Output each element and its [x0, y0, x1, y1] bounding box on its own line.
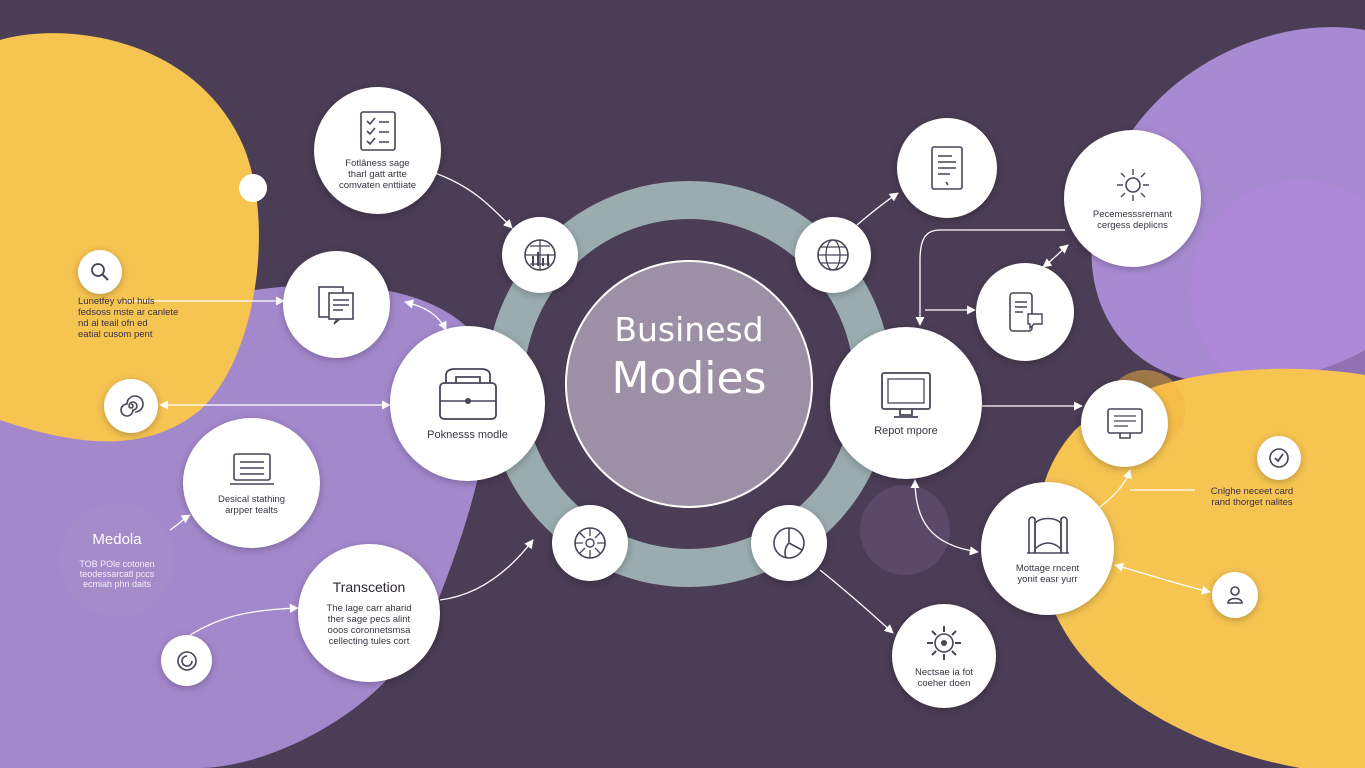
monitor-icon	[229, 453, 274, 485]
center-title-line2: Modies	[611, 353, 767, 404]
node-ring-top-right[interactable]	[795, 217, 871, 293]
medola-title: Medola	[92, 531, 142, 548]
node-desktop-line1: Desical stathing	[217, 494, 286, 505]
gear-icon	[927, 626, 961, 660]
side-text-right-line2: rand thorget nalites	[1211, 497, 1293, 508]
node-settings-line1: Nectsae ia fot	[914, 667, 974, 678]
spiral-icon	[176, 650, 197, 671]
node-settings-line2: coeher doen	[917, 678, 971, 689]
report-icon	[931, 146, 963, 190]
side-text-right-line1: Cnlghe neceet card	[1210, 486, 1294, 497]
spiral-icon	[120, 395, 144, 417]
node-ring-top-left[interactable]	[502, 217, 578, 293]
node-report-doc[interactable]	[897, 118, 997, 218]
spiral-icon-button-bottom[interactable]	[161, 635, 212, 686]
white-dot	[239, 174, 267, 202]
computer-icon	[881, 371, 931, 418]
medola-line3: ecmiah phn daits	[82, 579, 152, 589]
side-text-left: Lunetfey vhol huls fedsoss mste ar canle…	[78, 296, 218, 340]
side-text-left-line2: fedsoss mste ar canlete	[78, 307, 179, 318]
node-checklist-line3: comvaten enttiiate	[338, 180, 417, 191]
phone-chat-icon	[1009, 292, 1043, 332]
center-title-line1: Businesd	[614, 310, 764, 349]
node-transaction-line2: ther sage pecs alint	[327, 614, 411, 625]
pie-chart-icon	[773, 527, 805, 559]
faint-circle	[860, 485, 950, 575]
node-documents[interactable]	[283, 251, 390, 358]
node-settings[interactable]: Nectsae ia fot coeher doen	[892, 604, 996, 708]
node-mortgage[interactable]: Mottage rncent yonit easr yurr	[981, 482, 1114, 615]
medola-badge[interactable]: Medola TOB POle cotonen teodessarcatl pc…	[60, 503, 174, 617]
globe-icon	[817, 239, 849, 271]
search-icon	[91, 263, 109, 281]
sun-icon	[1116, 168, 1149, 201]
side-text-left-line1: Lunetfey vhol huls	[78, 296, 155, 307]
node-checklist-line1: Fotlâness sage	[345, 158, 410, 169]
node-report[interactable]: Repot mpore	[830, 327, 982, 479]
check-icon-button[interactable]	[1257, 436, 1301, 480]
node-transaction-line1: The lage carr aharid	[326, 603, 412, 614]
person-icon-button[interactable]	[1212, 572, 1258, 618]
node-transaction-title: Transcetion	[332, 579, 406, 595]
purple-blob-right-inner	[1190, 180, 1365, 400]
spiral-icon-button-left[interactable]	[104, 379, 158, 433]
node-report-label: Repot mpore	[874, 424, 938, 437]
node-checklist[interactable]: Fotlâness sage tharl gatt artte comvaten…	[314, 87, 441, 214]
documents-icon	[317, 285, 354, 325]
node-checklist-line2: tharl gatt artte	[348, 169, 407, 180]
search-icon-button[interactable]	[78, 250, 122, 294]
node-business-model-label: Poknesss modle	[427, 429, 508, 441]
node-ring-bottom-right[interactable]	[751, 505, 827, 581]
node-small-monitor[interactable]	[1081, 380, 1168, 467]
checklist-icon	[359, 111, 396, 151]
person-icon	[1227, 586, 1243, 604]
building-icon	[1026, 515, 1069, 554]
node-ring-bottom-left[interactable]	[552, 505, 628, 581]
center-disc	[565, 260, 813, 508]
briefcase-icon	[438, 368, 497, 420]
node-transaction-line4: cellecting tules cort	[328, 636, 410, 647]
node-mortgage-line1: Mottage rncent	[1015, 562, 1080, 574]
node-business-model[interactable]: Poknesss modle	[390, 326, 545, 481]
connectors	[124, 171, 1211, 636]
node-desktop[interactable]: Desical stathing arpper tealts	[183, 418, 320, 548]
node-desktop-line2: arpper tealts	[225, 505, 278, 516]
monitor-small-icon	[1106, 407, 1143, 439]
medola-line1: TOB POle cotonen	[79, 559, 155, 569]
node-chat[interactable]	[976, 263, 1074, 361]
compass-icon	[574, 527, 606, 559]
node-recommendation-line2: cergess deplicns	[1097, 219, 1168, 231]
medola-line2: teodessarcatl pccs	[79, 569, 155, 579]
side-text-left-line3: nd al teail ofn ed	[78, 318, 148, 329]
node-recommendation[interactable]: Pecemesssrernant cergess deplicns	[1064, 130, 1201, 267]
node-mortgage-line2: yonit easr yurr	[1017, 573, 1078, 585]
yellow-blob-left	[0, 33, 259, 442]
side-text-right: Cnlghe neceet card rand thorget nalites	[1192, 486, 1312, 508]
node-transaction[interactable]: Transcetion The lage carr aharid ther sa…	[298, 544, 440, 682]
center-title: Businesd Modies	[566, 308, 812, 406]
node-transaction-line3: ooos coronnetsmsa	[327, 625, 411, 636]
node-recommendation-line1: Pecemesssrernant	[1092, 208, 1173, 220]
check-icon	[1269, 448, 1289, 468]
globe-grid-icon	[524, 239, 556, 271]
side-text-left-line4: eatial cusom pent	[78, 329, 153, 340]
